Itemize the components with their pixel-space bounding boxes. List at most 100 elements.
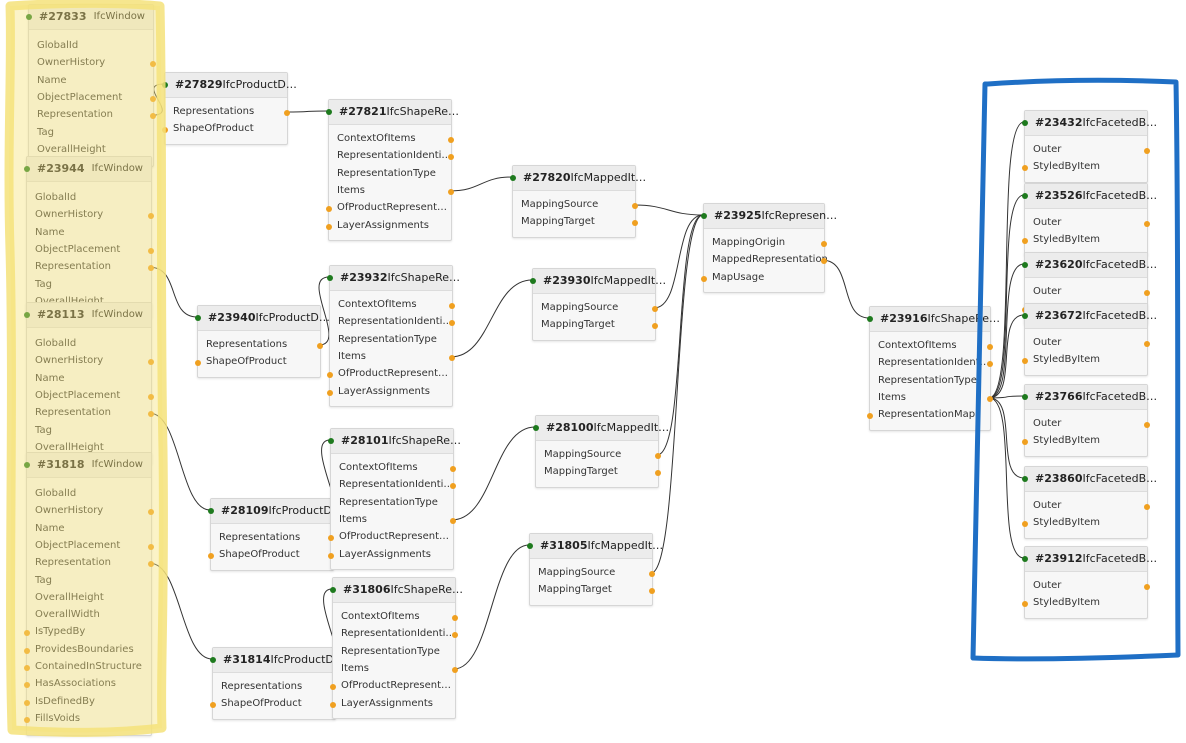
node-input-port[interactable] bbox=[24, 166, 30, 172]
property-output-port[interactable] bbox=[1144, 148, 1150, 154]
property-input-port[interactable] bbox=[326, 223, 332, 230]
property-input-port[interactable] bbox=[24, 630, 30, 637]
node-header[interactable]: #28100IfcMappedIt… bbox=[533, 416, 669, 441]
node-header[interactable]: #31806IfcShapeRe… bbox=[330, 578, 463, 603]
property-output-port[interactable] bbox=[150, 95, 156, 102]
node-input-port[interactable] bbox=[1022, 193, 1028, 199]
property-input-port[interactable] bbox=[327, 389, 333, 396]
property-input-port[interactable] bbox=[330, 684, 336, 691]
node-input-port[interactable] bbox=[326, 109, 332, 115]
property-input-port[interactable] bbox=[24, 665, 30, 671]
property-output-port[interactable] bbox=[655, 453, 661, 459]
node-header[interactable]: IfcWindow#28113 bbox=[24, 303, 151, 328]
property-output-port[interactable] bbox=[148, 247, 154, 254]
node-input-port[interactable] bbox=[24, 312, 30, 318]
property-input-port[interactable] bbox=[328, 535, 334, 542]
node-input-port[interactable] bbox=[701, 213, 707, 219]
property-output-port[interactable] bbox=[652, 306, 658, 312]
node-header[interactable]: #28109IfcProductD… bbox=[208, 499, 343, 524]
node-input-port[interactable] bbox=[1022, 262, 1028, 268]
node-input-port[interactable] bbox=[210, 657, 216, 663]
property-output-port[interactable] bbox=[317, 343, 323, 349]
property-output-port[interactable] bbox=[450, 466, 456, 472]
node-header[interactable]: #23860IfcFacetedB… bbox=[1022, 467, 1157, 492]
property-input-port[interactable] bbox=[24, 716, 30, 723]
node-header[interactable]: #23930IfcMappedIt… bbox=[530, 269, 666, 294]
node-input-port[interactable] bbox=[527, 543, 533, 549]
property-input-port[interactable] bbox=[327, 372, 333, 379]
node-header[interactable]: #23766IfcFacetedB… bbox=[1022, 385, 1157, 410]
property-output-port[interactable] bbox=[1144, 221, 1150, 227]
property-output-port[interactable] bbox=[452, 632, 458, 639]
property-output-port[interactable] bbox=[821, 258, 827, 265]
node-input-port[interactable] bbox=[530, 278, 536, 284]
property-output-port[interactable] bbox=[449, 303, 455, 309]
property-output-port[interactable] bbox=[632, 203, 638, 209]
property-output-port[interactable] bbox=[632, 220, 638, 227]
property-output-port[interactable] bbox=[452, 666, 458, 673]
node-input-port[interactable] bbox=[867, 316, 873, 322]
property-input-port[interactable] bbox=[1022, 238, 1028, 245]
node-header[interactable]: #28101IfcShapeRe… bbox=[328, 429, 461, 454]
property-input-port[interactable] bbox=[326, 206, 332, 213]
node-header[interactable]: IfcWindow#27833 bbox=[26, 5, 153, 30]
node-input-port[interactable] bbox=[1022, 120, 1028, 126]
node-header[interactable]: #23620IfcFacetedB… bbox=[1022, 253, 1157, 278]
property-output-port[interactable] bbox=[821, 241, 827, 247]
node-input-port[interactable] bbox=[162, 82, 168, 88]
node-input-port[interactable] bbox=[533, 425, 539, 431]
node-input-port[interactable] bbox=[208, 508, 214, 514]
property-output-port[interactable] bbox=[655, 470, 661, 477]
node-header[interactable]: #23912IfcFacetedB… bbox=[1022, 547, 1157, 572]
property-input-port[interactable] bbox=[330, 701, 336, 708]
node-header[interactable]: #27829IfcProductD… bbox=[162, 73, 297, 98]
node-header[interactable]: IfcWindow#31818 bbox=[24, 453, 151, 478]
property-input-port[interactable] bbox=[24, 699, 30, 706]
property-output-port[interactable] bbox=[1144, 341, 1150, 347]
property-output-port[interactable] bbox=[1144, 504, 1150, 510]
node-header[interactable]: #27821IfcShapeRe… bbox=[326, 100, 459, 125]
node-input-port[interactable] bbox=[328, 438, 334, 444]
property-input-port[interactable] bbox=[701, 275, 707, 282]
property-input-port[interactable] bbox=[208, 553, 214, 560]
property-output-port[interactable] bbox=[1144, 422, 1150, 428]
property-output-port[interactable] bbox=[1144, 290, 1150, 296]
node-header[interactable]: #23925IfcRepresen… bbox=[701, 204, 837, 229]
node-header[interactable]: #31805IfcMappedIt… bbox=[527, 534, 663, 559]
property-input-port[interactable] bbox=[1022, 439, 1028, 446]
node-header[interactable]: #23672IfcFacetedB… bbox=[1022, 304, 1157, 329]
node-input-port[interactable] bbox=[1022, 394, 1028, 400]
node-input-port[interactable] bbox=[327, 275, 333, 281]
node-input-port[interactable] bbox=[1022, 313, 1028, 319]
property-output-port[interactable] bbox=[652, 323, 658, 330]
property-input-port[interactable] bbox=[1022, 165, 1028, 172]
property-input-port[interactable] bbox=[210, 702, 216, 709]
property-output-port[interactable] bbox=[148, 393, 154, 400]
property-output-port[interactable] bbox=[284, 110, 290, 116]
property-input-port[interactable] bbox=[24, 647, 30, 654]
node-input-port[interactable] bbox=[24, 462, 30, 468]
property-output-port[interactable] bbox=[450, 483, 456, 490]
node-input-port[interactable] bbox=[195, 315, 201, 321]
property-output-port[interactable] bbox=[987, 344, 993, 350]
property-input-port[interactable] bbox=[1022, 601, 1028, 608]
node-header[interactable]: #27820IfcMappedIt… bbox=[510, 166, 646, 191]
property-input-port[interactable] bbox=[328, 552, 334, 559]
